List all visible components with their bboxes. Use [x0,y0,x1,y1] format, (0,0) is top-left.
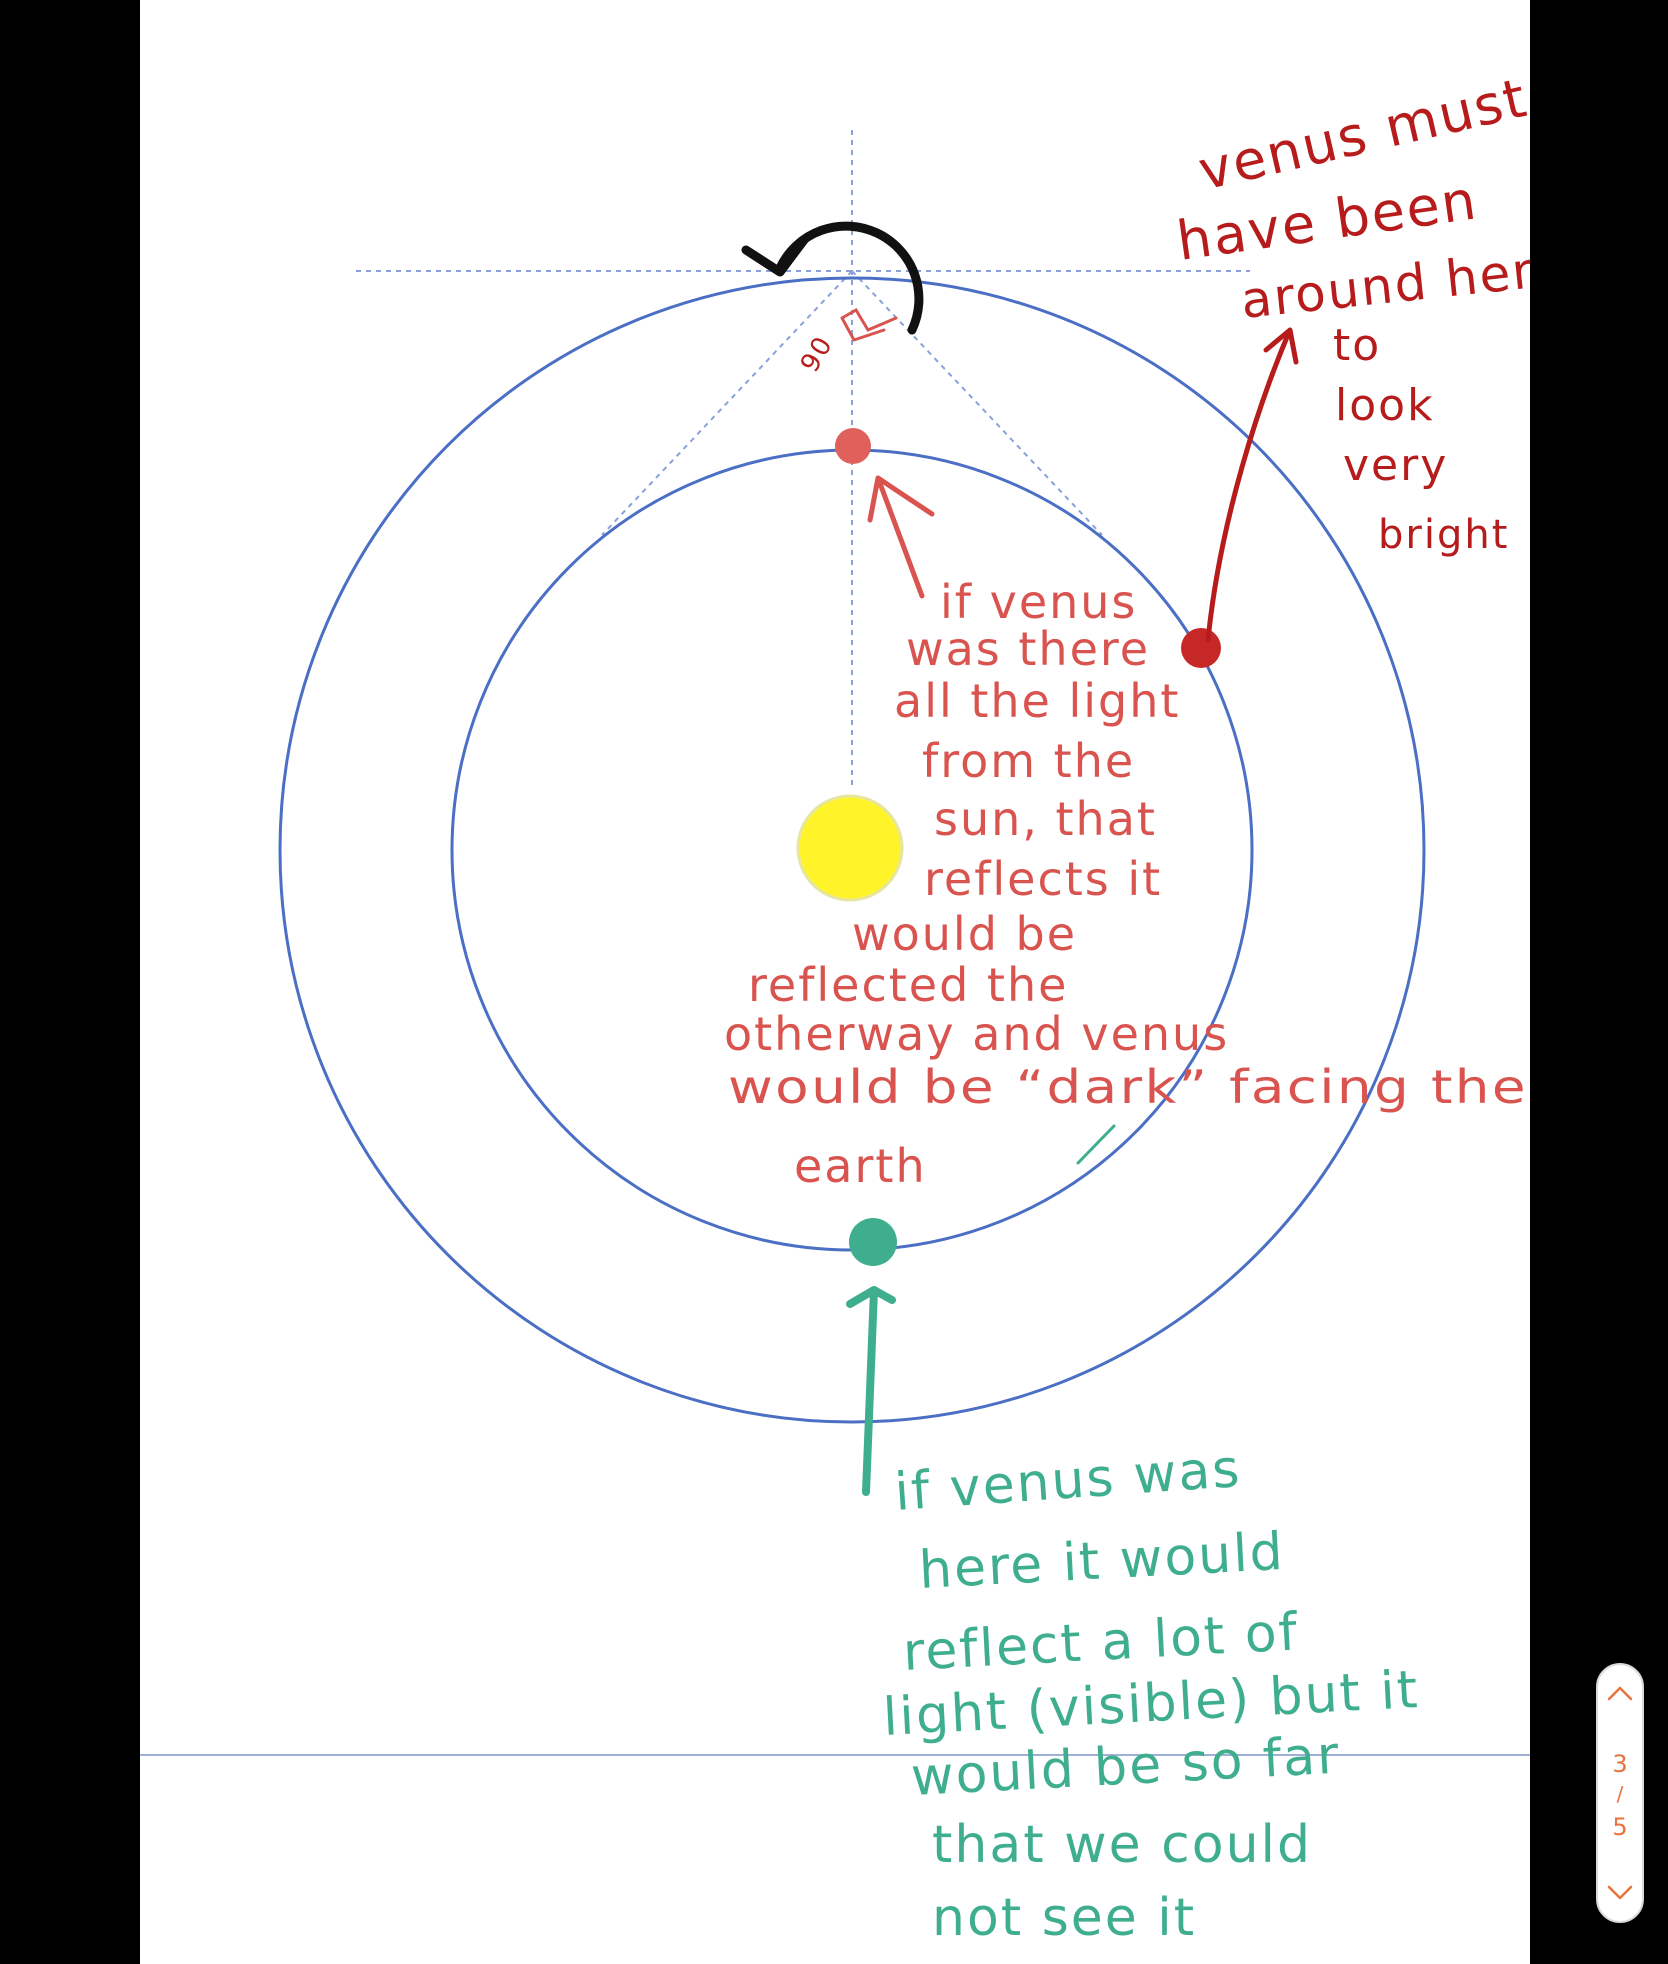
venus-bright-position [1181,628,1221,668]
earth-position [849,1218,897,1266]
red-note-line: from the [922,734,1135,788]
red-note-line: all the light [894,674,1180,728]
green-note: if venus was here it would reflect a lot… [882,1439,1421,1948]
green-note-arrow [846,1286,896,1496]
green-note-line: not see it [932,1888,1196,1948]
red-note-line: reflected the [748,958,1068,1012]
red-note-line: would be [852,907,1077,961]
red-note-line: was there [906,622,1150,676]
red-note-line: earth [794,1139,927,1193]
previous-page-button[interactable] [1598,1673,1642,1713]
tangent-guide-right [851,270,1103,536]
page-separator: / [1616,1782,1624,1806]
dark-red-note-line: look [1335,380,1435,431]
total-page-count: 5 [1612,1813,1628,1841]
venus-top-position [835,428,871,464]
dark-red-note-arrow [1205,327,1299,643]
red-note-line: reflects it [924,852,1162,906]
dark-red-note-line: venus must [1193,66,1530,203]
orbit-drawing: 90 venus must have been around here to l… [140,66,1530,1948]
dark-red-note-line: very [1343,440,1448,491]
red-note-line: would be “dark” facing the [728,1060,1528,1114]
red-note-line: if venus [940,575,1137,629]
angle-label: 90 [795,330,840,377]
red-note-line: sun, that [934,792,1157,846]
tangent-guide-left [601,270,853,536]
dark-red-note: venus must have been around here to look… [1173,66,1530,558]
next-page-button[interactable] [1598,1873,1642,1913]
page-navigator: 3 / 5 [1596,1663,1644,1923]
red-note-arrow [867,475,935,599]
outer-orbit [278,276,1426,1424]
sun [796,794,904,902]
chevron-down-icon [1607,1885,1633,1900]
page-sheet: 90 venus must have been around here to l… [140,0,1530,1964]
green-note-line: that we could [932,1815,1312,1875]
green-tick-mark [1076,1124,1116,1165]
red-note: if venus was there all the light from th… [724,575,1528,1193]
current-page-number: 3 [1612,1750,1628,1778]
dark-red-note-line: bright [1378,512,1509,558]
rotation-arrowhead-icon [741,235,809,277]
chevron-up-icon [1607,1686,1633,1701]
green-note-line: if venus was [893,1439,1243,1523]
right-angle-mark [840,307,898,342]
dark-red-note-line: to [1333,320,1381,371]
red-note-line: otherway and venus [724,1007,1229,1061]
green-note-line: here it would [918,1522,1286,1601]
